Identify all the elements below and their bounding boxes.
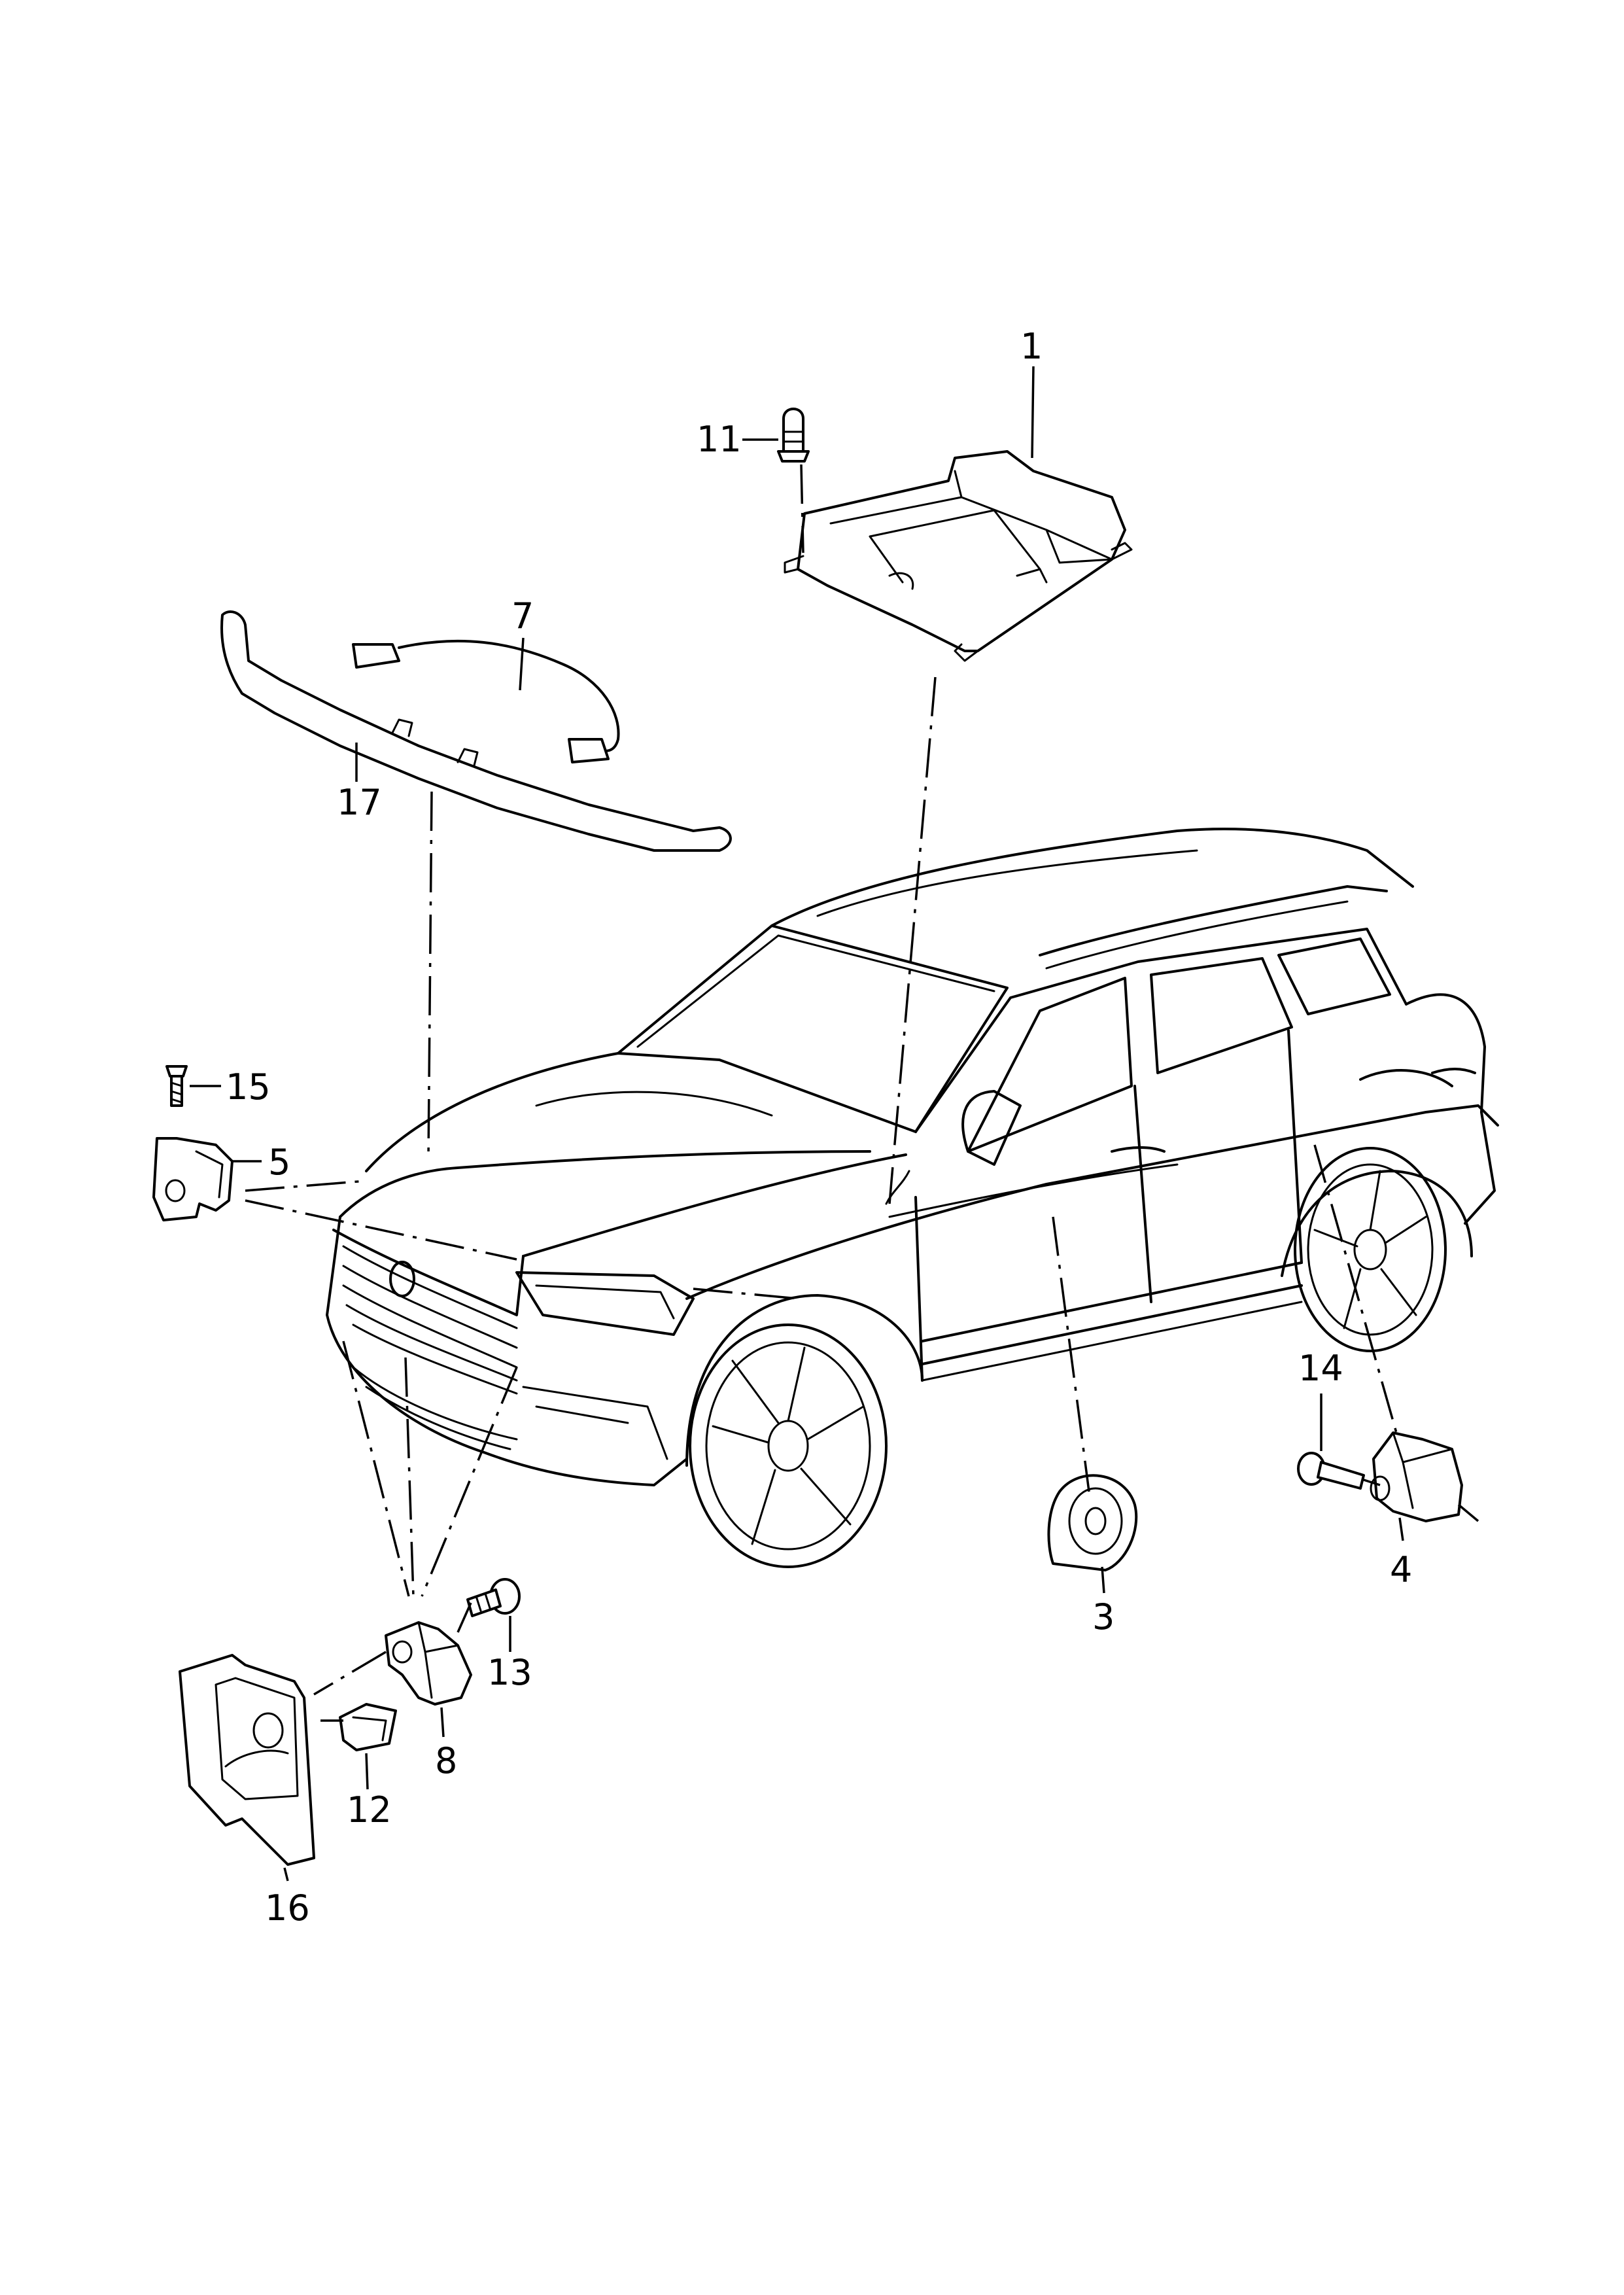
callout-12: 12: [347, 1789, 392, 1831]
callout-4: 4: [1390, 1549, 1412, 1590]
callout-5: 5: [268, 1142, 290, 1183]
clip-part-12: [339, 1703, 397, 1751]
bracket-strip-part-17: [220, 610, 732, 852]
sensor-part-8: [385, 1621, 472, 1706]
wiring-harness-part-7: [352, 639, 620, 763]
callout-13: 13: [487, 1652, 532, 1693]
vehicle-illustration: [326, 828, 1499, 1568]
bolt-part-15: [165, 1065, 188, 1107]
callout-1: 1: [1020, 326, 1043, 367]
callout-17: 17: [337, 782, 382, 823]
sensor-part-3: [1047, 1474, 1138, 1571]
callout-3: 3: [1092, 1596, 1114, 1638]
callout-11: 11: [697, 419, 742, 460]
callout-16: 16: [265, 1887, 310, 1929]
bracket-part-16: [179, 1654, 315, 1866]
callout-14: 14: [1298, 1348, 1343, 1389]
pointer-lines: [245, 464, 1479, 1696]
bolt-part-14: [1297, 1452, 1365, 1490]
sensor-part-5: [152, 1137, 233, 1221]
callout-labels: 1 11 7 17 15 5 14 4 3 13 8 12 16: [226, 326, 1412, 1929]
nut-part-11: [777, 408, 810, 463]
callout-15: 15: [226, 1066, 271, 1108]
bolt-part-13: [466, 1578, 521, 1617]
control-unit-part: [784, 450, 1133, 662]
callout-8: 8: [435, 1740, 457, 1781]
sensor-part-4: [1370, 1431, 1463, 1522]
leader-lines: [190, 366, 1404, 1882]
callout-7: 7: [511, 595, 534, 637]
